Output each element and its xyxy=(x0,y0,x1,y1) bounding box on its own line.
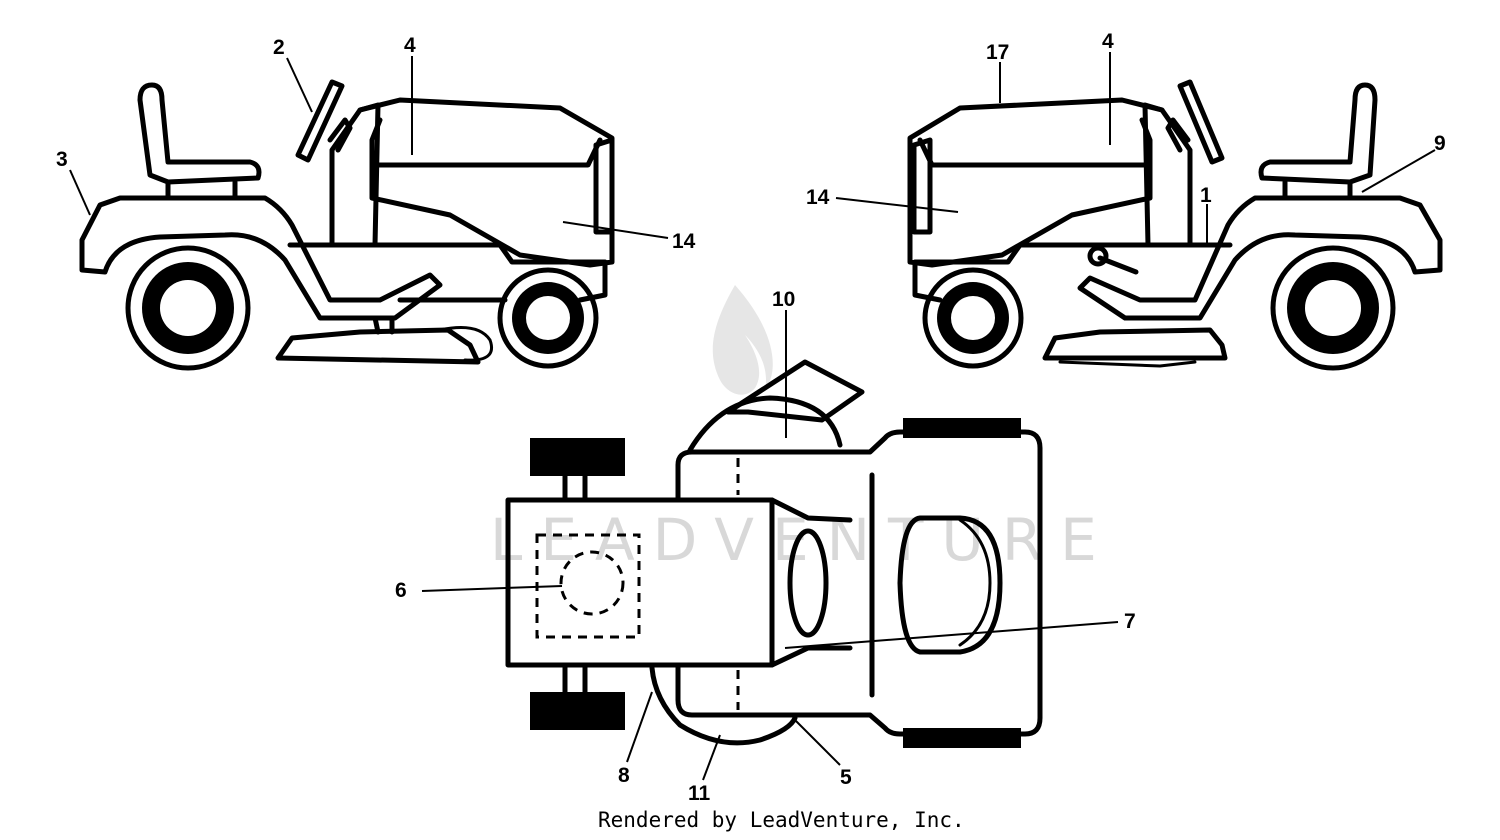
hood xyxy=(907,97,1165,268)
seat-back-top xyxy=(958,518,992,647)
leader-6 xyxy=(421,585,563,592)
callout-6: 6 xyxy=(395,579,407,602)
callout-8: 8 xyxy=(618,764,630,787)
rear-tire-bottom xyxy=(903,728,1021,748)
leader-5 xyxy=(794,719,841,766)
deck-chute xyxy=(438,326,493,362)
tractor-right-side-view xyxy=(907,79,1443,371)
front-hub xyxy=(526,296,570,340)
callout-2: 2 xyxy=(273,36,285,59)
hood-side-panel xyxy=(369,137,603,168)
seat-back xyxy=(137,82,262,185)
seat-top xyxy=(897,515,1003,655)
front-hub xyxy=(951,296,995,340)
leader-9 xyxy=(1361,149,1436,193)
callout-1: 1 xyxy=(1200,184,1212,207)
rear-fender xyxy=(1077,195,1443,321)
steering-wheel-top xyxy=(787,528,829,638)
leader-14-right xyxy=(835,197,959,213)
footer-credit: Rendered by LeadVenture, Inc. xyxy=(598,808,965,832)
callout-10: 10 xyxy=(772,288,795,311)
frame xyxy=(912,242,1233,303)
rear-fender xyxy=(79,195,443,321)
rear-wheel xyxy=(125,245,251,371)
discharge-chute xyxy=(725,359,865,423)
steering-wheel xyxy=(1177,79,1225,165)
leader-11 xyxy=(702,734,721,781)
hood-side-panel xyxy=(917,137,1153,168)
front-axle xyxy=(562,473,588,695)
callout-4-left: 4 xyxy=(404,34,416,57)
front-wheel xyxy=(922,267,1024,369)
callout-5: 5 xyxy=(840,766,852,789)
engine-cap-outline xyxy=(559,550,625,616)
hood-taper xyxy=(769,497,853,668)
callout-9: 9 xyxy=(1434,132,1446,155)
rear-hub xyxy=(1305,280,1361,336)
mower-deck xyxy=(1042,327,1228,361)
front-wheel xyxy=(497,267,599,369)
tractor-top-view xyxy=(505,359,1043,748)
callout-3: 3 xyxy=(56,148,68,171)
steering-wheel xyxy=(295,79,345,163)
grille xyxy=(593,137,615,235)
rear-wheel xyxy=(1270,245,1396,371)
frame xyxy=(287,242,608,303)
callout-11: 11 xyxy=(688,782,711,805)
leader-lines xyxy=(69,52,1436,781)
callout-14-right: 14 xyxy=(806,186,830,209)
leader-3 xyxy=(69,169,91,216)
front-wheel-top xyxy=(530,438,625,476)
grille xyxy=(911,137,933,235)
callout-17: 17 xyxy=(986,41,1009,64)
lever-knob xyxy=(1087,245,1109,267)
rear-tire-top xyxy=(903,418,1021,438)
hood xyxy=(357,97,615,268)
callouts: 2 4 3 14 17 4 9 14 1 10 6 7 8 11 5 xyxy=(56,30,1446,805)
tractor-left-side-view xyxy=(79,79,615,371)
callout-7: 7 xyxy=(1124,610,1136,633)
leader-2 xyxy=(286,57,313,113)
leader-14-left xyxy=(562,221,669,239)
leader-8 xyxy=(626,691,653,763)
body-outline xyxy=(675,429,1043,737)
leader-7 xyxy=(784,621,1119,649)
deck-skirt xyxy=(1058,360,1197,368)
mower-deck xyxy=(275,327,481,365)
seat-back xyxy=(1258,82,1378,185)
rear-hub xyxy=(160,280,216,336)
callout-4-right: 4 xyxy=(1102,30,1114,53)
deck-lift-link xyxy=(372,315,395,335)
callout-14-left: 14 xyxy=(672,230,696,253)
front-wheel-bottom xyxy=(530,692,625,730)
mower-deck-top xyxy=(649,395,843,746)
